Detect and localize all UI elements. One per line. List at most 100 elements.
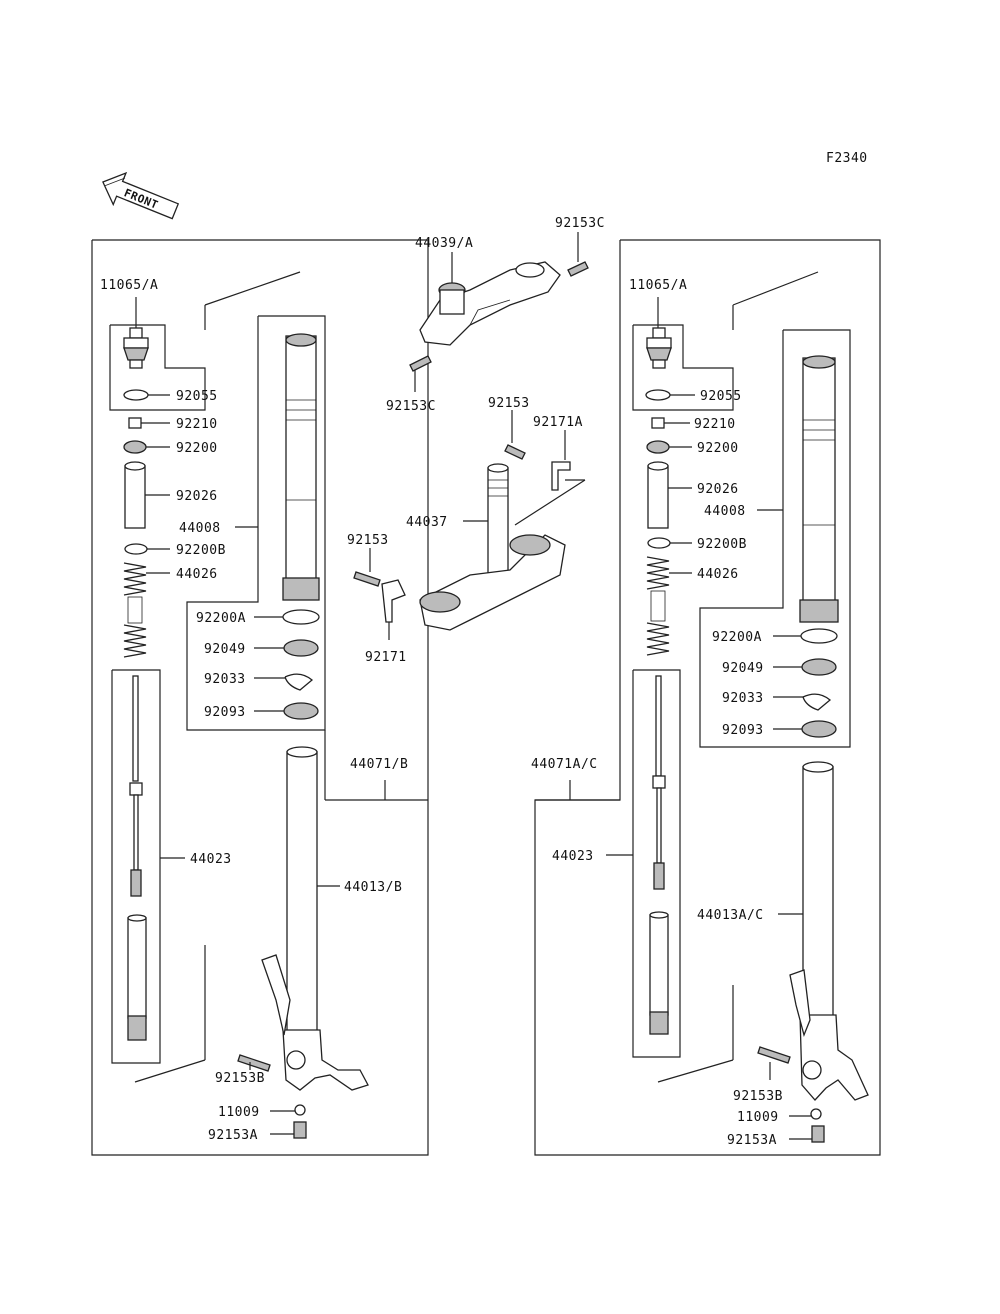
right-seal-icon	[801, 658, 837, 676]
right-damper-box	[632, 669, 681, 1058]
right-gasket-icon	[810, 1108, 822, 1120]
right-spacer-label: 92026	[697, 482, 739, 497]
right-cap-box	[632, 324, 734, 411]
clamp-a-icon	[551, 461, 571, 491]
left-tube-box	[186, 315, 326, 731]
stem-label: 44037	[406, 515, 448, 530]
left-damper-box	[111, 669, 161, 1064]
bolt-top-label: 92153C	[555, 216, 605, 231]
right-bolt-a-label: 92153A	[727, 1133, 777, 1148]
bolt-bottom-label: 92153C	[386, 399, 436, 414]
left-spring-label: 44026	[176, 567, 218, 582]
left-spring-icon	[123, 562, 147, 658]
diagram-code: F2340	[826, 151, 868, 166]
right-washer-b-label: 92200B	[697, 537, 747, 552]
left-gasket-label: 11009	[218, 1105, 260, 1120]
left-oring-icon	[123, 389, 149, 401]
bolt-2-icon	[353, 571, 381, 587]
bolt-1-label: 92153	[488, 396, 530, 411]
left-clip-label: 92033	[204, 672, 246, 687]
right-inner-tube-icon	[799, 355, 839, 623]
right-clip-label: 92033	[722, 691, 764, 706]
left-dust-seal-icon	[283, 702, 319, 720]
left-oring-label: 92055	[176, 389, 218, 404]
right-seal-label: 92049	[722, 661, 764, 676]
right-washer-b-icon	[647, 537, 671, 549]
right-cap-label: 11065/A	[629, 278, 687, 293]
right-oring-icon	[645, 389, 671, 401]
left-damper-rod-label: 44023	[190, 852, 232, 867]
right-washer-label: 92200	[697, 441, 739, 456]
left-seal-label: 92049	[204, 642, 246, 657]
bolt-1-icon	[504, 444, 526, 460]
left-damper-rod-icon	[127, 675, 147, 1041]
left-bolt-b-label: 92153B	[215, 1071, 265, 1086]
right-dust-seal-icon	[801, 720, 837, 738]
steering-stem-icon	[419, 463, 566, 631]
left-spacer-icon	[124, 461, 146, 529]
left-gasket-icon	[294, 1104, 306, 1116]
right-oring-label: 92055	[700, 389, 742, 404]
left-bolt-b-icon	[237, 1054, 271, 1072]
left-bolt-a-icon	[293, 1121, 307, 1139]
upper-bracket-label: 44039/A	[415, 236, 473, 251]
right-spacer-icon	[647, 461, 669, 529]
left-outer-tube-icon	[261, 746, 369, 1091]
left-washer-b-icon	[124, 543, 148, 555]
left-washer-a-icon	[282, 609, 320, 625]
clamp-label: 92171	[365, 650, 407, 665]
left-cap-icon	[123, 327, 149, 369]
right-damper-rod-label: 44023	[552, 849, 594, 864]
left-outer-tube-label: 44013/B	[344, 880, 402, 895]
right-tube-label: 44008	[704, 504, 746, 519]
right-nut-label: 92210	[694, 417, 736, 432]
right-washer-a-label: 92200A	[712, 630, 762, 645]
right-outer-tube-icon	[789, 761, 869, 1101]
left-frame	[91, 239, 429, 1156]
front-arrow-icon: FRONT	[102, 171, 180, 220]
bolt-top-icon	[567, 261, 589, 277]
right-washer-icon	[646, 440, 670, 454]
left-assembly-label: 44071/B	[350, 757, 408, 772]
left-washer-a-label: 92200A	[196, 611, 246, 626]
left-washer-label: 92200	[176, 441, 218, 456]
left-nut-label: 92210	[176, 417, 218, 432]
right-dust-seal-label: 92093	[722, 723, 764, 738]
right-washer-a-icon	[800, 628, 838, 644]
left-spacer-label: 92026	[176, 489, 218, 504]
right-tube-box	[699, 329, 851, 748]
left-inner-tube-icon	[282, 333, 320, 601]
right-bolt-a-icon	[811, 1125, 825, 1143]
right-damper-rod-icon	[649, 675, 669, 1035]
right-bolt-b-label: 92153B	[733, 1089, 783, 1104]
left-clip-icon	[284, 673, 314, 691]
left-seal-icon	[283, 639, 319, 657]
bolt-bottom-icon	[409, 355, 432, 372]
left-bolt-a-label: 92153A	[208, 1128, 258, 1143]
left-tube-label: 44008	[179, 521, 221, 536]
left-cap-label: 11065/A	[100, 278, 158, 293]
right-outer-tube-label: 44013A/C	[697, 908, 764, 923]
right-gasket-label: 11009	[737, 1110, 779, 1125]
right-spring-label: 44026	[697, 567, 739, 582]
left-washer-b-label: 92200B	[176, 543, 226, 558]
left-dust-seal-label: 92093	[204, 705, 246, 720]
left-fork-group: 11065/A 92055 92210 92200 92026 44008 92…	[91, 239, 429, 1156]
right-bolt-b-icon	[757, 1046, 791, 1064]
right-fork-group: 11065/A 92055 92210 92200 92026 44008 92…	[531, 239, 881, 1156]
right-clip-icon	[802, 693, 832, 711]
bolt-2-label: 92153	[347, 533, 389, 548]
upper-bracket-icon	[419, 261, 561, 346]
right-spring-icon	[646, 556, 670, 656]
clamp-icon	[381, 579, 406, 623]
right-nut-icon	[651, 417, 665, 429]
right-cap-icon	[646, 327, 672, 369]
clamp-a-label: 92171A	[533, 415, 583, 430]
left-washer-icon	[123, 440, 147, 454]
left-cap-box	[109, 324, 206, 411]
center-group: 92153C 44039/A 92153C 92153 92171A 44037…	[347, 216, 605, 665]
right-assembly-label: 44071A/C	[531, 757, 598, 772]
left-nut-icon	[128, 417, 142, 429]
